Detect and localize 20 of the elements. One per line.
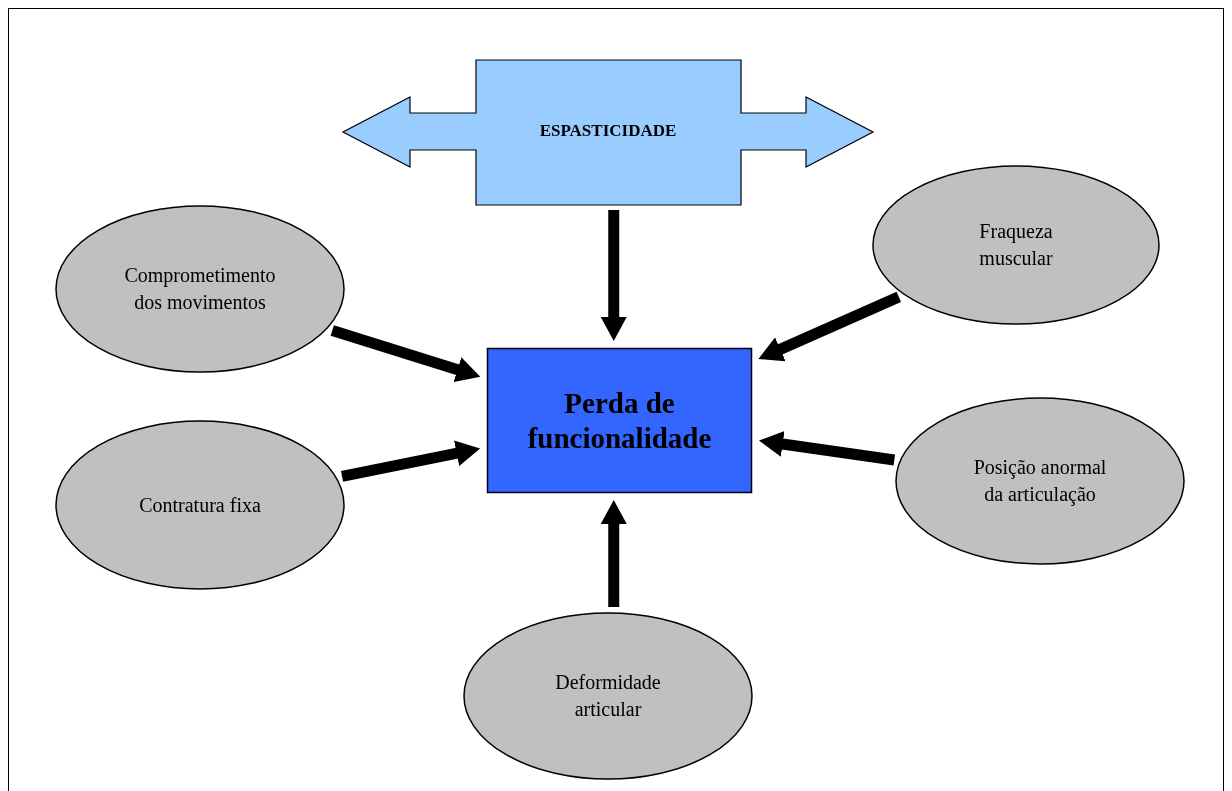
cause-ellipse — [55, 420, 345, 590]
double-arrow-shape — [343, 60, 873, 205]
arrow — [340, 440, 481, 482]
arrow — [758, 431, 896, 466]
box-title: Perda de funcionalidade — [526, 385, 713, 456]
arrow — [600, 500, 627, 607]
ellipse-label: Comprometimento dos movimentos — [123, 263, 277, 315]
shape-title: ESPASTICIDADE — [539, 120, 677, 141]
cause-ellipse — [872, 165, 1160, 325]
cause-ellipse — [463, 612, 753, 780]
ellipse-label: Contratura fixa — [139, 492, 261, 518]
ellipse-label: Deformidade articular — [554, 670, 662, 722]
ellipse-label: Posição anormal da articulação — [972, 455, 1108, 508]
cause-ellipse — [895, 397, 1185, 565]
cause-ellipse — [55, 205, 345, 373]
arrow — [758, 291, 902, 362]
arrow — [600, 210, 627, 341]
arrow — [330, 325, 481, 383]
effect-box — [487, 348, 752, 493]
ellipse-label: Fraqueza muscular — [978, 219, 1054, 271]
